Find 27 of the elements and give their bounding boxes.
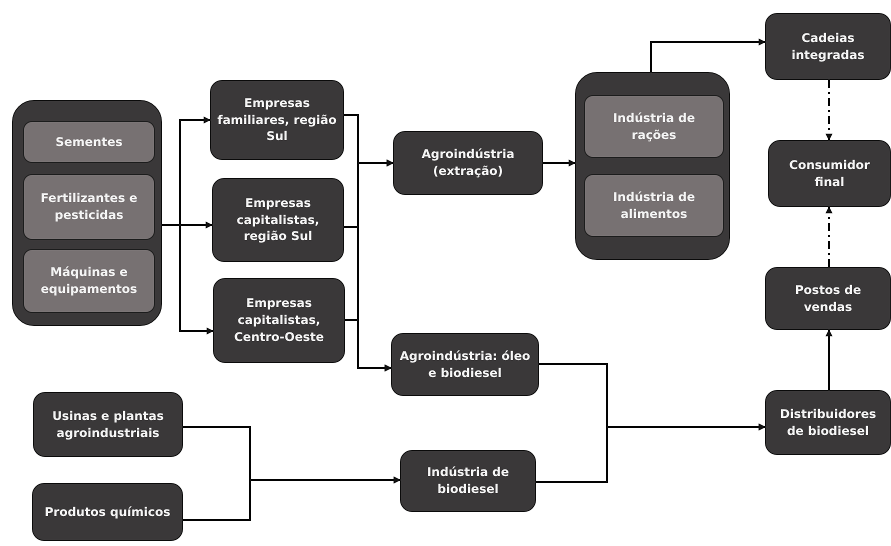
dashed-arrow xyxy=(826,206,832,267)
item-box: Máquinas e equipamentos xyxy=(23,249,155,313)
process-box: Empresas familiares, região Sul xyxy=(210,80,344,160)
arrow xyxy=(183,476,401,521)
process-box: Empresas capitalistas, região Sul xyxy=(212,178,344,262)
item-box: Indústria de rações xyxy=(584,95,724,158)
dashed-arrow xyxy=(826,80,832,141)
process-box: Cadeias integradas xyxy=(765,13,891,80)
arrow xyxy=(162,224,214,334)
process-box: Produtos químicos xyxy=(32,483,183,541)
arrow xyxy=(650,38,766,72)
process-box: Distribuidores de biodiesel xyxy=(765,390,891,455)
process-box: Empresas capitalistas, Centro-Oeste xyxy=(213,278,345,363)
arrow xyxy=(536,424,766,483)
process-box: Consumidor final xyxy=(768,140,891,207)
group-container xyxy=(575,72,730,260)
item-box: Fertilizantes e pesticidas xyxy=(23,174,155,240)
process-box: Postos de vendas xyxy=(765,267,891,330)
group-container xyxy=(12,100,162,326)
process-box: Usinas e plantas agroindustriais xyxy=(33,392,183,457)
item-box: Indústria de alimentos xyxy=(584,174,724,237)
process-box: Indústria de biodiesel xyxy=(400,450,536,512)
process-box: Agroindústria (extração) xyxy=(393,131,543,195)
process-box: Agroindústria: óleo e biodiesel xyxy=(391,333,539,396)
item-box: Sementes xyxy=(23,121,155,163)
arrow xyxy=(543,160,576,166)
arrow xyxy=(826,329,832,390)
